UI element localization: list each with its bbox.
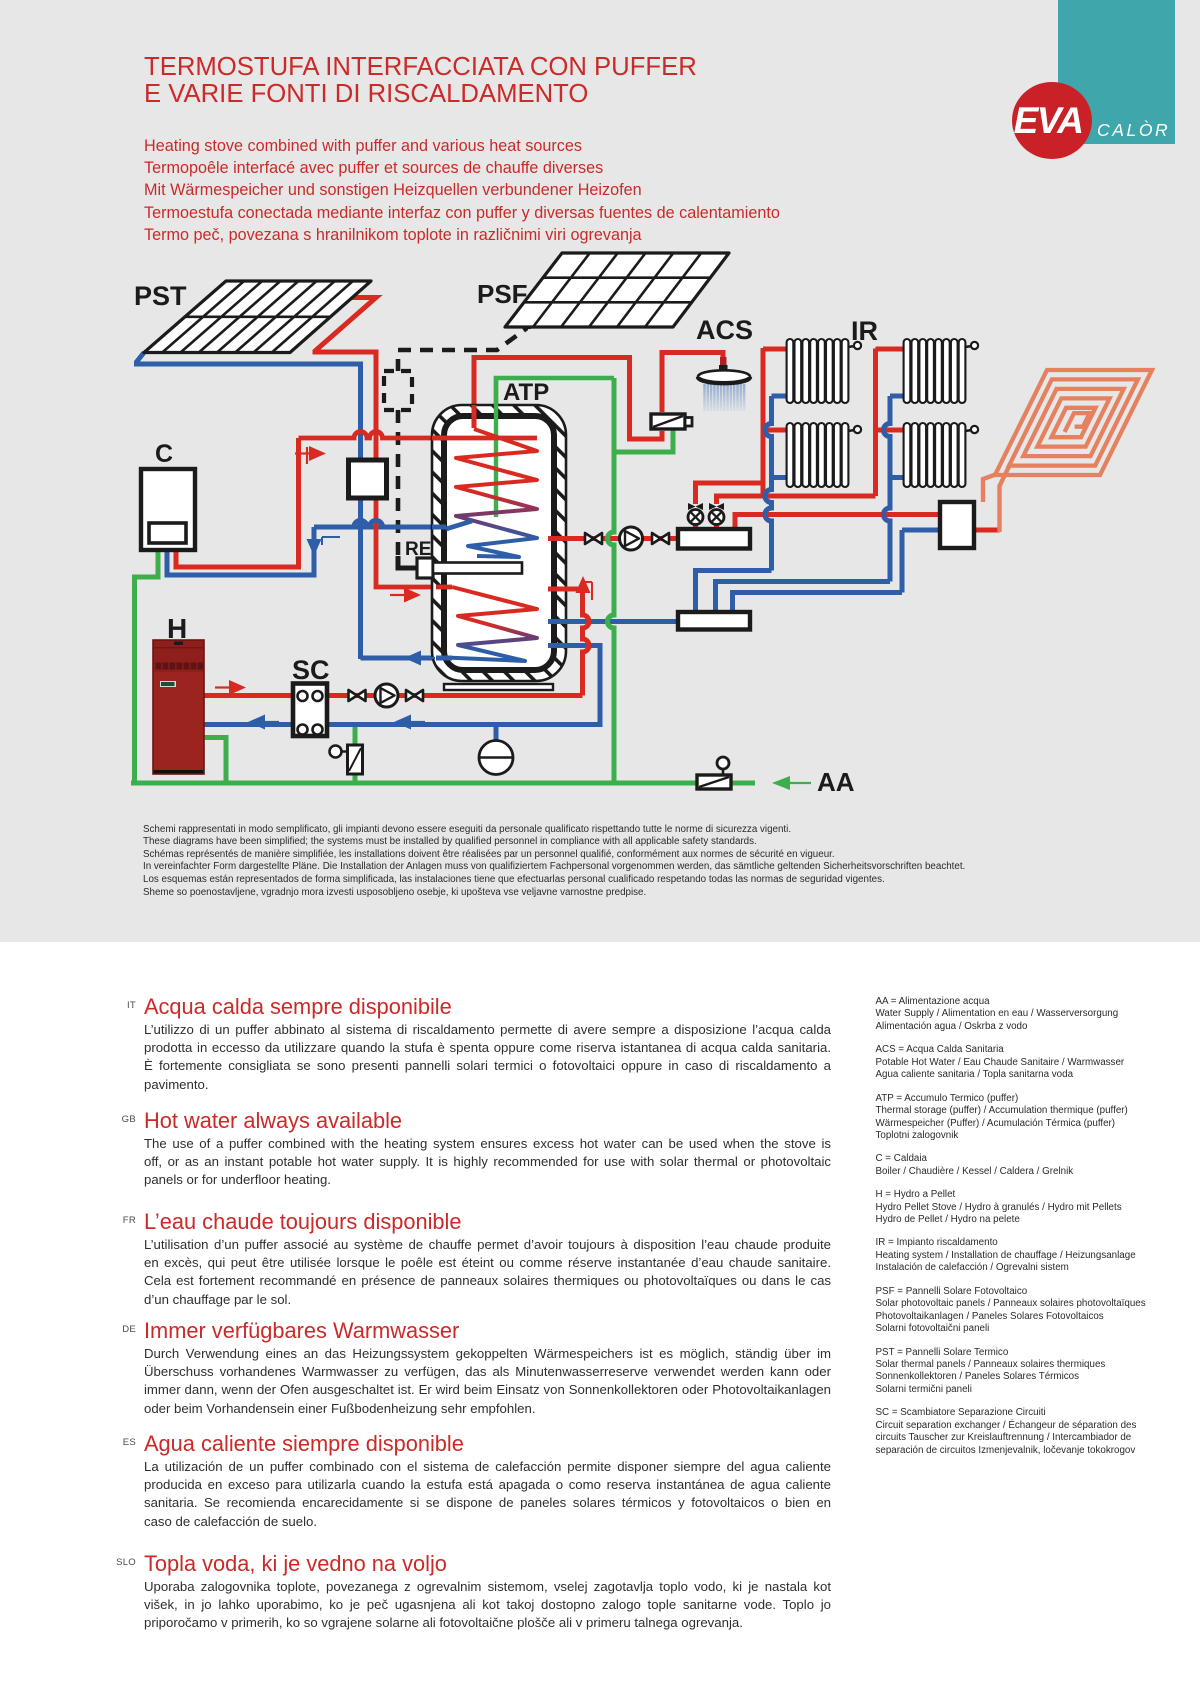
- svg-text:ATP: ATP: [503, 379, 549, 406]
- svg-text:IR: IR: [851, 316, 878, 346]
- svg-text:SC: SC: [292, 655, 330, 685]
- svg-text:ACS: ACS: [696, 315, 753, 345]
- svg-text:PSF: PSF: [477, 279, 528, 309]
- svg-text:AA: AA: [817, 767, 855, 797]
- svg-text:RE: RE: [405, 539, 431, 560]
- svg-text:C: C: [155, 440, 173, 468]
- svg-text:PST: PST: [134, 281, 187, 311]
- svg-text:H: H: [167, 613, 187, 644]
